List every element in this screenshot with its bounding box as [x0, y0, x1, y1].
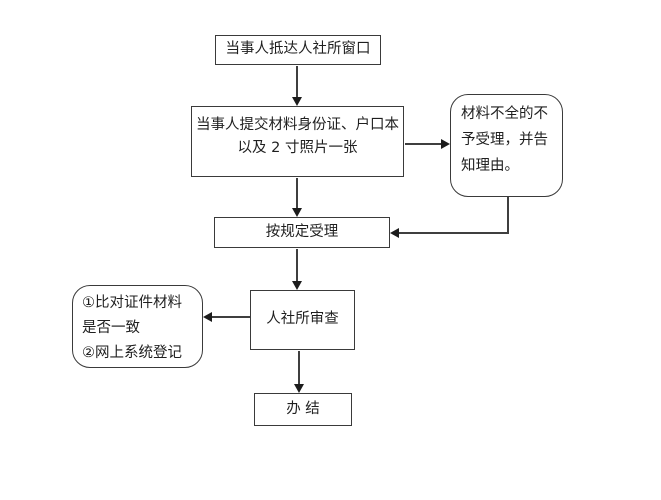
node-submit-materials-line2: 以及 2 寸照片一张 — [237, 140, 358, 156]
node-bureau-review: 人社所审查 — [250, 290, 355, 350]
connector-review-check — [212, 316, 250, 318]
arrowhead-left-icon — [203, 312, 212, 322]
arrowhead-down-icon — [294, 384, 304, 393]
connector-submit-reject — [405, 143, 442, 145]
arrowhead-down-icon — [292, 281, 302, 290]
connector-review-complete — [298, 351, 300, 384]
arrowhead-left-icon — [390, 228, 399, 238]
node-reject-notice-line1: 材料不全的不 — [461, 106, 548, 122]
arrowhead-down-icon — [292, 208, 302, 217]
arrowhead-down-icon — [292, 97, 302, 106]
connector-submit-accept — [296, 178, 298, 208]
node-bureau-review-label: 人社所审查 — [266, 311, 339, 328]
node-submit-materials: 当事人提交材料身份证、户口本 以及 2 寸照片一张 — [191, 106, 404, 177]
node-accept-per-rules: 按规定受理 — [214, 217, 390, 248]
node-reject-notice-line2: 予受理，并告 — [461, 132, 548, 148]
connector-arrive-submit — [296, 66, 298, 97]
node-verification-steps: ①比对证件材料 是否一致 ②网上系统登记 — [72, 285, 203, 368]
node-verification-steps-line3: ②网上系统登记 — [82, 345, 182, 361]
node-arrive-window: 当事人抵达人社所窗口 — [215, 35, 381, 65]
connector-accept-review — [296, 249, 298, 281]
node-reject-notice: 材料不全的不 予受理，并告 知理由。 — [450, 94, 563, 197]
arrowhead-right-icon — [441, 139, 450, 149]
node-complete-label: 办 结 — [286, 400, 320, 417]
node-arrive-window-label: 当事人抵达人社所窗口 — [225, 41, 371, 58]
node-submit-materials-line1: 当事人提交材料身份证、户口本 — [196, 117, 399, 133]
node-verification-steps-line1: ①比对证件材料 — [82, 295, 182, 311]
connector-reject-accept-vertical — [507, 197, 509, 233]
node-verification-steps-line2: 是否一致 — [82, 320, 140, 336]
connector-reject-accept-horizontal — [399, 232, 509, 234]
node-complete: 办 结 — [254, 393, 352, 426]
node-accept-per-rules-label: 按规定受理 — [265, 223, 339, 240]
node-reject-notice-line3: 知理由。 — [461, 158, 519, 174]
